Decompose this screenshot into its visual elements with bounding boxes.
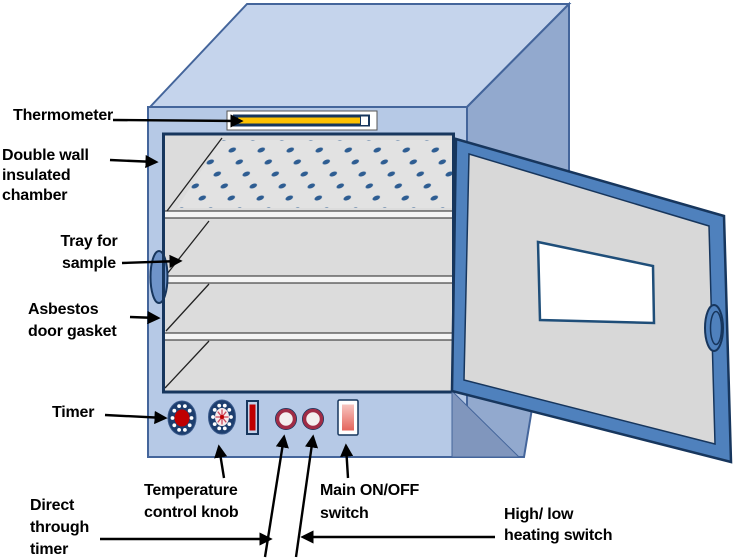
high-low-heating-switch	[302, 408, 324, 430]
thermometer-arrow	[112, 114, 244, 128]
temperature-knob-arrow	[214, 444, 228, 479]
label-direct-through-timer: Direct through timer	[30, 497, 90, 558]
label-double-wall-insulated-chamber: Double wall insulated chamber	[2, 147, 89, 204]
label-asbestos-door-gasket: Asbestos door gasket	[28, 301, 117, 340]
thermometer	[226, 110, 378, 131]
thermometer-mercury-bar	[238, 117, 360, 124]
direct-through-timer-switch	[275, 408, 297, 430]
main-on-off-switch	[337, 399, 359, 436]
label-main-on-off-switch: Main ON/OFF switch	[320, 482, 420, 522]
insulated-chamber	[149, 132, 455, 394]
asbestos-arrow	[129, 311, 161, 325]
oven-door	[450, 137, 733, 464]
label-timer: Timer	[52, 404, 95, 421]
direct-timer-arrow-diagonal	[263, 434, 289, 558]
tray-arrow	[121, 254, 183, 268]
perforated-tray	[177, 140, 452, 208]
leader-arrows	[100, 114, 495, 558]
tray-edge-lines	[164, 137, 223, 389]
indicator-lamp	[246, 400, 259, 435]
high-low-arrow-diagonal	[294, 434, 319, 558]
tray-shelves	[165, 210, 452, 341]
timer-arrow	[104, 410, 168, 425]
label-tray-for-sample: Tray for sample	[60, 233, 118, 272]
double-wall-arrow	[109, 154, 159, 169]
timer-knob	[167, 400, 197, 436]
control-panel	[167, 399, 359, 436]
door-window	[536, 240, 656, 325]
label-high-low-heating-switch: High/ low heating switch	[504, 506, 613, 544]
temperature-control-knob	[208, 399, 236, 435]
label-temperature-control-knob: Temperature control knob	[144, 482, 239, 521]
door-handle	[704, 304, 724, 352]
label-thermometer: Thermometer	[13, 107, 114, 124]
thermometer-end-cap	[361, 116, 368, 125]
oven-base-shadow	[451, 389, 521, 458]
main-switch-arrow	[340, 443, 354, 479]
